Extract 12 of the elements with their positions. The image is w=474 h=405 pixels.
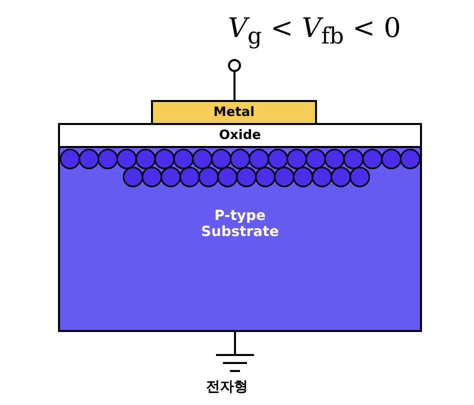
oxide-layer (58, 123, 422, 148)
layer-label: Metal (213, 105, 255, 120)
layer-label: P-type Substrate (200, 208, 280, 240)
wire (234, 72, 236, 100)
layer-label: Oxide (218, 128, 261, 143)
substrate-block (58, 146, 422, 332)
ground-symbol (216, 354, 254, 372)
wire (234, 332, 236, 354)
ground-label: 전자형 (206, 378, 248, 396)
metal-layer (151, 100, 317, 125)
terminal-circle (228, 59, 241, 72)
voltage-condition: V$_{g}$ < V$_{fb}$ < 0 (228, 13, 401, 50)
